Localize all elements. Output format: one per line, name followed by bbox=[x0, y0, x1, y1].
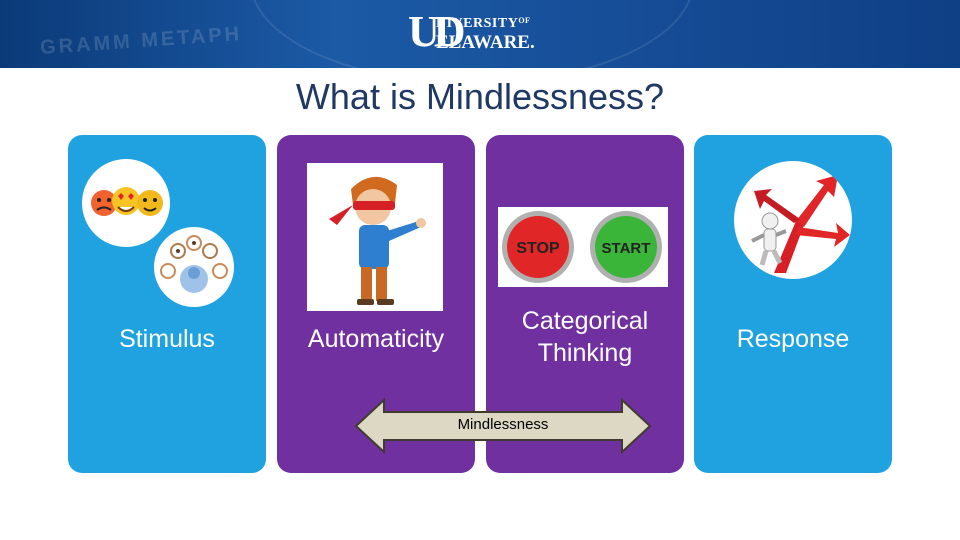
logo-line2: ELAWARE. bbox=[436, 32, 535, 53]
logo-line1: NIVERSITYOF bbox=[436, 16, 531, 31]
card-stimulus: Stimulus bbox=[68, 135, 266, 473]
header-banner: GRAMM METAPH UD NIVERSITYOF ELAWARE. bbox=[0, 0, 960, 68]
blindfolded-boy-image bbox=[307, 163, 443, 311]
card-label-stimulus: Stimulus bbox=[119, 325, 215, 353]
emotions-icon bbox=[82, 159, 170, 247]
card-label-categorical-line2: Thinking bbox=[537, 339, 633, 367]
card-label-automaticity: Automaticity bbox=[307, 325, 445, 353]
senses-icon bbox=[154, 227, 234, 307]
start-label: START bbox=[602, 240, 651, 257]
university-logo: UD NIVERSITYOF ELAWARE. bbox=[408, 8, 558, 56]
crossroads-arrows-icon bbox=[734, 161, 852, 279]
card-response: Response bbox=[694, 135, 892, 473]
mindlessness-double-arrow: Mindlessness bbox=[354, 398, 652, 454]
card-label-categorical-line1: Categorical bbox=[521, 307, 649, 335]
stop-start-buttons-image: STOP START bbox=[498, 207, 668, 287]
stop-label: STOP bbox=[516, 240, 560, 257]
card-label-response: Response bbox=[736, 325, 850, 353]
header-watermark: GRAMM METAPH bbox=[39, 22, 243, 60]
card-label-categorical-thinking: Categorical Thinking bbox=[486, 305, 684, 369]
logo-mark: UD bbox=[408, 7, 466, 56]
slide-title: What is Mindlessness? bbox=[295, 76, 665, 117]
mindlessness-label: Mindlessness bbox=[457, 416, 549, 433]
